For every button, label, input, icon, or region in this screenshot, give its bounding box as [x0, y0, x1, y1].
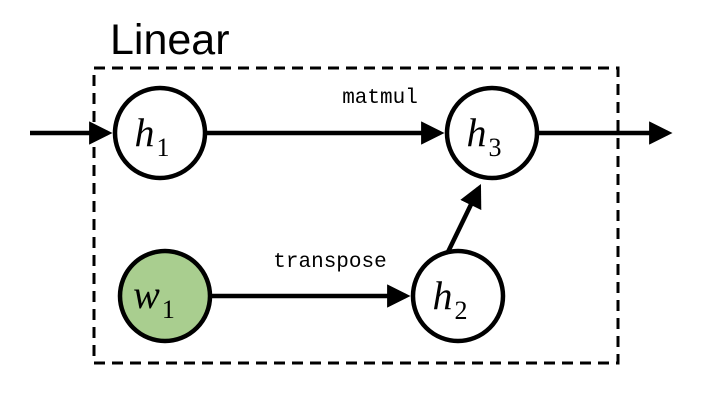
node-h3-label: h3	[467, 110, 502, 162]
node-w1-label: w1	[133, 272, 175, 324]
node-h3: h3	[444, 85, 540, 181]
node-h1-base: h	[135, 110, 155, 155]
node-h2-circle	[410, 248, 506, 344]
node-h2-subscript: 2	[455, 296, 468, 325]
node-w1-circle	[117, 248, 213, 344]
node-w1-subscript: 1	[162, 295, 175, 324]
node-h1-subscript: 1	[157, 133, 170, 162]
edge-h2-to-h3	[444, 183, 482, 255]
node-h2-label: h2	[433, 273, 468, 325]
node-h1-circle	[112, 85, 208, 181]
node-h1: h1	[112, 85, 208, 181]
node-w1-base: w	[133, 272, 160, 317]
group-title-linear: Linear	[110, 16, 230, 64]
node-h3-base: h	[467, 110, 487, 155]
node-h3-subscript: 3	[489, 133, 502, 162]
group-box-linear	[92, 66, 620, 365]
node-w1: w1	[117, 248, 213, 344]
node-h2-base: h	[433, 273, 453, 318]
edge-label-transpose: transpose	[273, 251, 386, 274]
node-h3-circle	[444, 85, 540, 181]
node-h1-label: h1	[135, 110, 170, 162]
node-h2: h2	[410, 248, 506, 344]
edge-label-matmul: matmul	[342, 87, 418, 110]
